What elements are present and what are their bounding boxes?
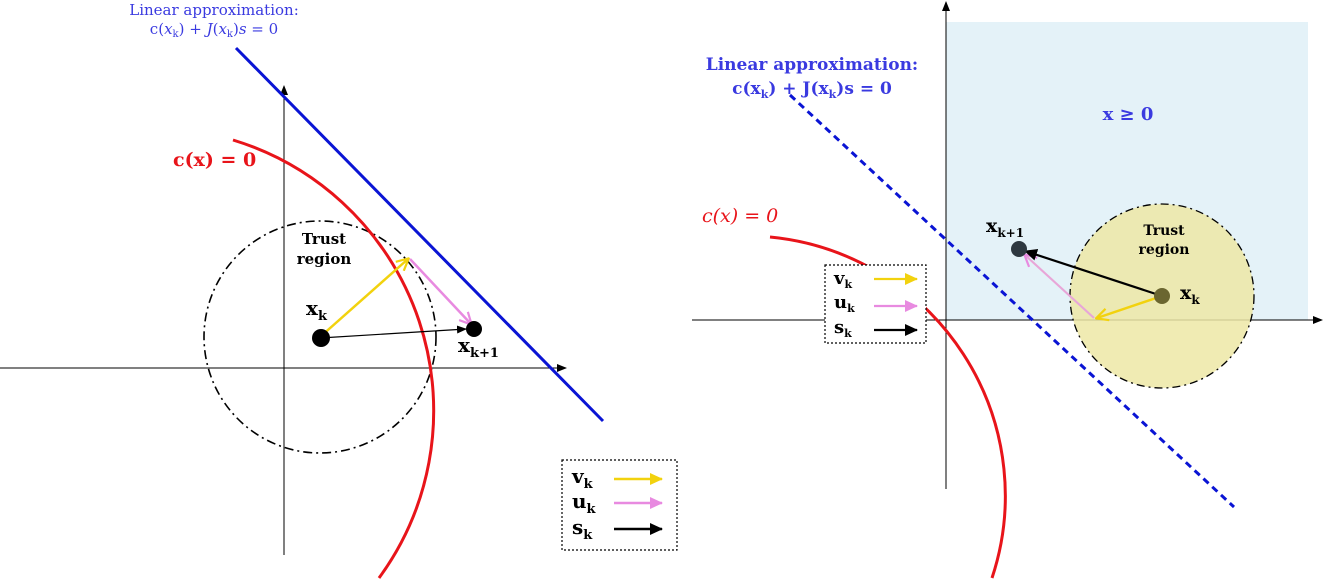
- right-xk1-point: [1011, 241, 1027, 257]
- right-feasible-label: x ≥ 0: [1103, 104, 1154, 125]
- right-legend: vk uk sk: [824, 264, 927, 344]
- left-panel: Linear approximation: c(xk) + J(xk)s = 0…: [0, 1, 678, 579]
- right-linear-title: Linear approximation:: [706, 55, 918, 75]
- right-constraint-curve: [769, 235, 1007, 579]
- right-trust-label-1: Trust: [1143, 223, 1185, 239]
- left-xk-label: xk: [306, 296, 328, 324]
- left-trust-region: [203, 220, 437, 454]
- left-legend: vk uk sk: [561, 459, 678, 551]
- left-s-arrow: [319, 325, 467, 339]
- right-u-arrow: [1025, 255, 1095, 319]
- right-xk-point: [1154, 288, 1170, 304]
- right-panel: Linear approximation: c(xk) + J(xk)s = 0…: [692, 1, 1323, 579]
- left-xk-point: [312, 329, 330, 347]
- left-v-arrow: [319, 259, 408, 338]
- left-xk1-point: [466, 321, 482, 337]
- right-constraint-label: c(x) = 0: [702, 205, 778, 227]
- left-linear-line: [234, 46, 605, 423]
- left-linear-eq: c(xk) + J(xk)s = 0: [150, 20, 278, 40]
- right-trust-label-2: region: [1139, 242, 1190, 258]
- right-linear-eq: c(xk) + J(xk)s = 0: [732, 79, 892, 101]
- right-linear-line: [788, 93, 1236, 509]
- left-trust-label-1: Trust: [302, 230, 346, 248]
- left-trust-label-2: region: [297, 250, 352, 268]
- left-linear-title: Linear approximation:: [129, 1, 299, 19]
- left-constraint-curve: [232, 138, 436, 579]
- right-s-arrow: [1024, 249, 1163, 298]
- left-xk1-label: xk+1: [458, 333, 499, 361]
- right-v-arrow: [1097, 294, 1163, 318]
- left-u-arrow: [409, 258, 471, 324]
- left-constraint-label: c(x) = 0: [173, 149, 256, 171]
- right-xk1-label: xk+1: [986, 215, 1024, 240]
